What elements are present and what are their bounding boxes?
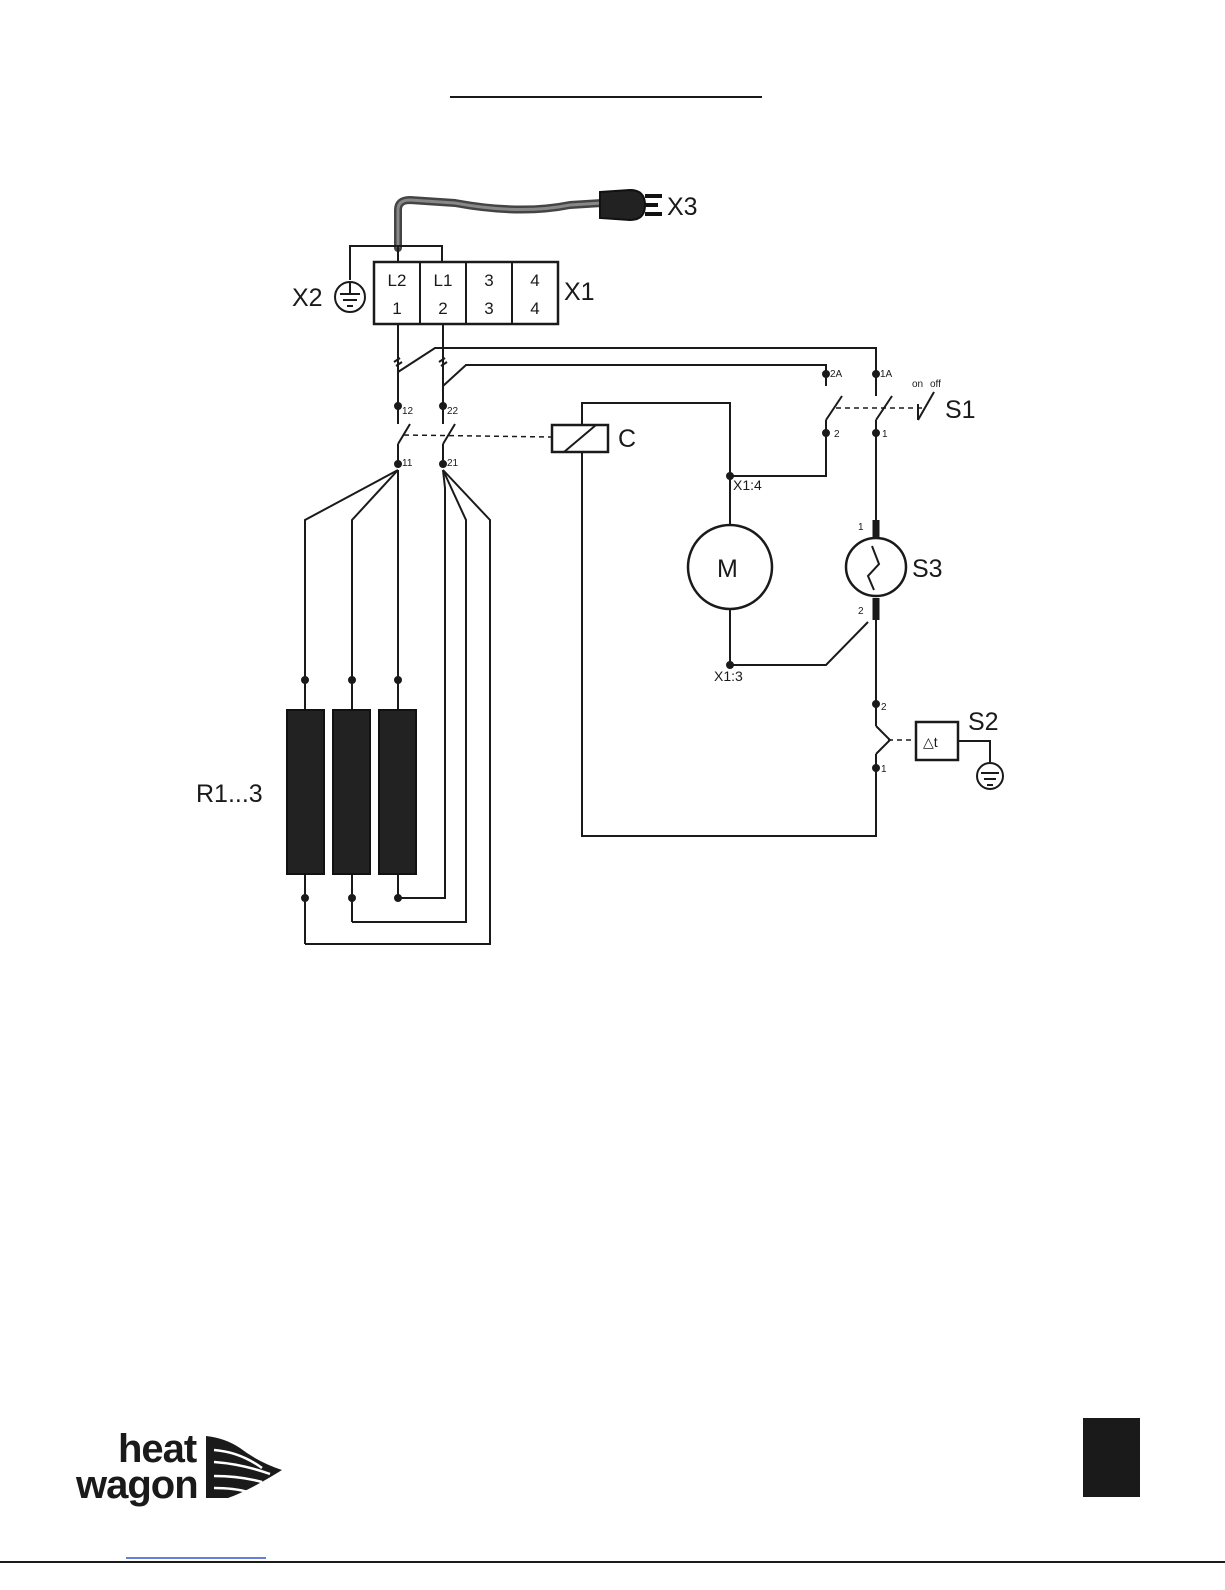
terminal-top-1: L2 <box>388 271 407 290</box>
s2-1-label: 1 <box>881 764 887 775</box>
limit-switch-label: S2 <box>968 708 999 736</box>
heater-element-2 <box>333 710 370 874</box>
plug-label: X3 <box>667 193 698 221</box>
s1-2-label: 2 <box>834 429 840 440</box>
thermostat-icon <box>846 520 906 707</box>
s1-2a-label: 2A <box>830 369 843 380</box>
heaters-label: R1...3 <box>196 780 263 808</box>
terminal-bottom-4: 4 <box>530 299 539 318</box>
page-number-box <box>1083 1418 1140 1497</box>
earth-icon-s2 <box>977 763 1003 789</box>
s3-2-label: 2 <box>858 606 864 617</box>
terminal-top-3: 3 <box>484 271 493 290</box>
terminal-bottom-1: 1 <box>392 299 401 318</box>
motor-term-top-label: X1:4 <box>733 477 762 493</box>
heat-wagon-logo: heat wagon <box>75 1427 282 1507</box>
earth-label: X2 <box>292 284 323 312</box>
contact-22-label: 22 <box>447 406 459 417</box>
contactor-contacts <box>395 403 552 467</box>
contact-12-label: 12 <box>402 406 414 417</box>
power-cord <box>398 200 602 248</box>
earth-icon <box>335 282 365 312</box>
thermostat-label: S3 <box>912 555 943 583</box>
switch-on-label: on <box>912 379 923 390</box>
terminal-bottom-2: 2 <box>438 299 447 318</box>
s2-2-label: 2 <box>881 702 887 713</box>
contact-21-label: 21 <box>447 458 459 469</box>
switch-label: S1 <box>945 396 976 424</box>
terminal-top-2: L1 <box>434 271 453 290</box>
limit-switch-symbol: △t <box>923 734 938 750</box>
s3-1-label: 1 <box>858 522 864 533</box>
plug-icon <box>600 190 662 220</box>
heater-element-1 <box>287 710 324 874</box>
feed-wires <box>394 324 876 406</box>
terminal-bottom-3: 3 <box>484 299 493 318</box>
contactor-coil-icon <box>552 403 876 836</box>
terminal-top-4: 4 <box>530 271 539 290</box>
motor-label: M <box>717 555 738 583</box>
s1-1-label: 1 <box>882 429 888 440</box>
contactor-label: C <box>618 425 636 453</box>
terminal-block-label: X1 <box>564 278 595 306</box>
logo-text-line2: wagon <box>75 1463 198 1507</box>
motor-term-bottom-label: X1:3 <box>714 668 743 684</box>
switch-s1 <box>730 371 934 520</box>
contact-11-label: 11 <box>402 458 413 469</box>
heater-element-3 <box>379 710 416 874</box>
s1-1a-label: 1A <box>880 369 893 380</box>
switch-off-label: off <box>930 379 941 390</box>
motor-icon <box>688 473 868 668</box>
